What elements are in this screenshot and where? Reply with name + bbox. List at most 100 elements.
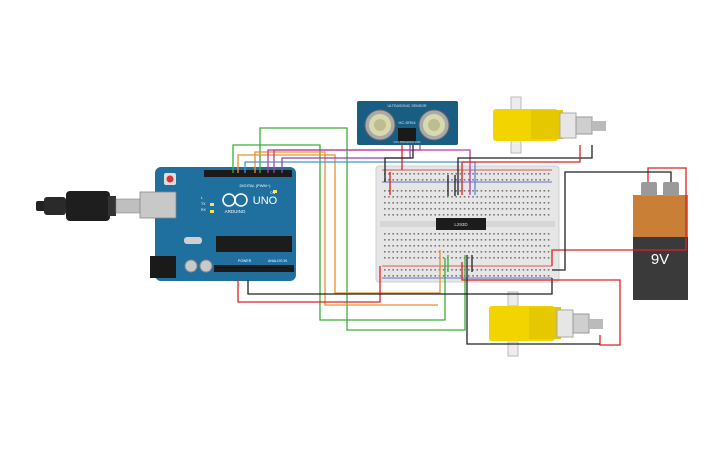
breadboard-hole	[438, 233, 441, 235]
breadboard-hole	[531, 251, 533, 253]
breadboard-hole	[472, 208, 474, 210]
breadboard-hole	[480, 233, 483, 235]
breadboard-hole	[510, 257, 512, 259]
breadboard-hole	[497, 190, 499, 192]
breadboard-hole	[405, 196, 407, 198]
breadboard-hole	[405, 269, 407, 271]
breadboard-hole	[396, 233, 399, 235]
breadboard-hole	[463, 179, 466, 181]
breadboard-hole	[455, 251, 457, 253]
breadboard-hole	[388, 196, 390, 198]
breadboard-hole	[547, 190, 550, 192]
breadboard-hole	[421, 233, 424, 235]
breadboard-hole	[400, 196, 403, 198]
breadboard-hole	[493, 257, 495, 259]
breadboard-hole	[522, 251, 525, 253]
breadboard-hole	[514, 196, 516, 198]
breadboard-hole	[442, 190, 445, 192]
breadboard-hole	[514, 239, 516, 241]
breadboard-hole	[417, 275, 420, 277]
breadboard-hole	[459, 179, 462, 181]
breadboard-hole	[480, 245, 483, 247]
breadboard-hole	[535, 233, 537, 235]
breadboard-hole	[426, 202, 428, 204]
breadboard-hole	[409, 202, 411, 204]
breadboard-hole	[468, 208, 470, 210]
breadboard-hole	[455, 214, 457, 216]
breadboard-hole	[384, 196, 386, 198]
ultrasonic-sensor: ULTRASONIC SENSOR HC-SR04 VCC TRIG ECHO …	[357, 101, 458, 145]
breadboard-hole	[522, 233, 525, 235]
breadboard-hole	[497, 239, 499, 241]
breadboard-hole	[430, 275, 432, 277]
breadboard-hole	[501, 239, 504, 241]
breadboard-hole	[547, 179, 550, 181]
breadboard-hole	[535, 214, 537, 216]
breadboard-hole	[405, 190, 407, 192]
breadboard-hole	[463, 202, 466, 204]
breadboard-hole	[526, 190, 529, 192]
breadboard-hole	[522, 202, 525, 204]
breadboard-hole	[388, 190, 390, 192]
breadboard-hole	[417, 202, 420, 204]
breadboard-hole	[434, 202, 436, 204]
breadboard-hole	[505, 173, 508, 175]
breadboard-hole	[430, 208, 432, 210]
breadboard-hole	[421, 275, 424, 277]
breadboard-hole	[426, 173, 428, 175]
breadboard-hole	[396, 269, 399, 271]
breadboard-hole	[388, 275, 390, 277]
breadboard-hole	[438, 214, 441, 216]
breadboard-hole	[463, 214, 466, 216]
breadboard-hole	[472, 269, 474, 271]
breadboard-hole	[434, 233, 436, 235]
breadboard-hole	[510, 251, 512, 253]
breadboard-hole	[421, 245, 424, 247]
breadboard-hole	[522, 245, 525, 247]
breadboard-hole	[430, 251, 432, 253]
breadboard-hole	[417, 239, 420, 241]
breadboard-hole	[447, 245, 449, 247]
breadboard-hole	[472, 202, 474, 204]
breadboard-hole	[547, 269, 550, 271]
breadboard-hole	[505, 245, 508, 247]
breadboard-hole	[409, 245, 411, 247]
breadboard-hole	[526, 173, 529, 175]
breadboard-hole	[543, 269, 546, 271]
breadboard-hole	[434, 275, 436, 277]
breadboard-hole	[417, 251, 420, 253]
breadboard-hole	[459, 269, 462, 271]
breadboard-hole	[468, 245, 470, 247]
breadboard-hole	[543, 275, 546, 277]
breadboard-hole	[421, 269, 424, 271]
breadboard-hole	[484, 208, 487, 210]
sensor-model: HC-SR04	[398, 120, 416, 125]
breadboard-hole	[489, 196, 491, 198]
breadboard-hole	[400, 173, 403, 175]
breadboard-hole	[438, 208, 441, 210]
breadboard-hole	[468, 190, 470, 192]
breadboard-hole	[510, 239, 512, 241]
battery-label: 9V	[651, 251, 669, 268]
breadboard-hole	[505, 257, 508, 259]
breadboard-hole	[388, 179, 390, 181]
breadboard-hole	[409, 275, 411, 277]
breadboard-hole	[384, 233, 386, 235]
breadboard-hole	[472, 173, 474, 175]
breadboard-hole	[405, 233, 407, 235]
breadboard-hole	[430, 257, 432, 259]
breadboard-hole	[476, 233, 478, 235]
breadboard-hole	[405, 275, 407, 277]
breadboard-hole	[421, 202, 424, 204]
breadboard-hole	[388, 251, 390, 253]
breadboard-hole	[484, 257, 487, 259]
breadboard-hole	[451, 196, 453, 198]
breadboard-hole	[480, 208, 483, 210]
dc-motor-top	[493, 96, 606, 154]
breadboard-hole	[543, 214, 546, 216]
breadboard-hole	[421, 208, 424, 210]
breadboard-hole	[442, 208, 445, 210]
breadboard-hole	[451, 173, 453, 175]
wire-blue-1	[244, 161, 476, 195]
breadboard-hole	[531, 245, 533, 247]
